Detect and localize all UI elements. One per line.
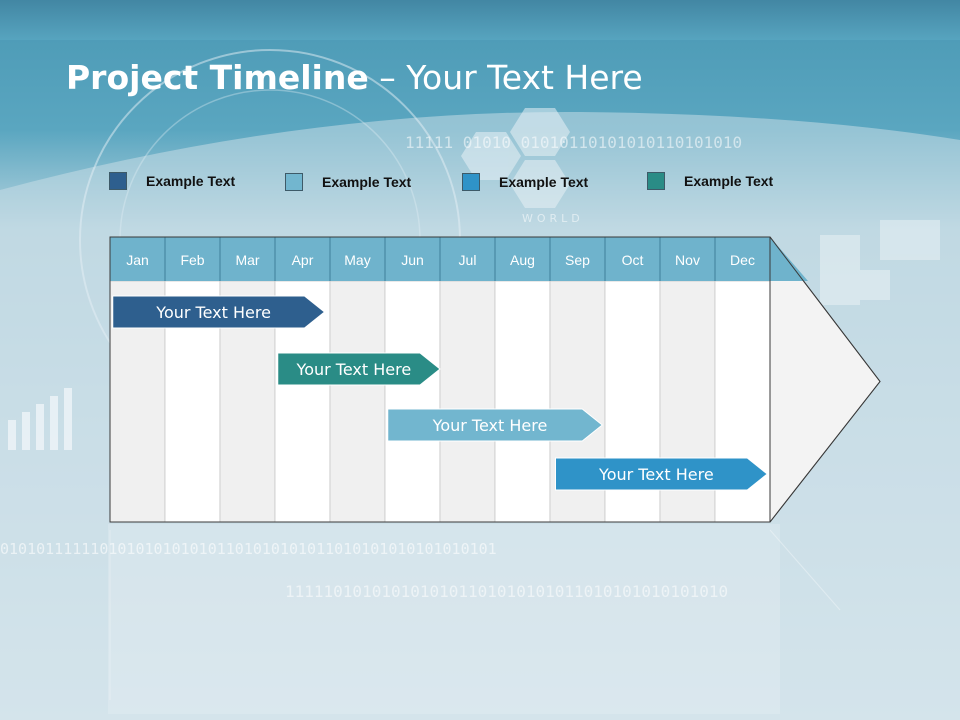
timeline-outline — [109, 236, 881, 523]
task-label: Your Text Here — [432, 416, 548, 435]
task-label: Your Text Here — [296, 360, 412, 379]
legend-item-4: Example Text — [647, 170, 773, 192]
task-arrow — [555, 457, 769, 491]
task-arrow — [112, 295, 326, 329]
month-column — [494, 280, 551, 523]
month-column — [384, 280, 441, 523]
binary-text-low: 1111101010101010101101010101011010101010… — [285, 582, 728, 601]
month-label: Dec — [730, 252, 755, 268]
month-label: May — [344, 252, 370, 268]
month-label: Jun — [401, 252, 424, 268]
legend-swatch — [647, 172, 665, 190]
month-label: Apr — [292, 252, 314, 268]
task-label: Your Text Here — [598, 465, 714, 484]
month-label: Sep — [565, 252, 590, 268]
month-label: Aug — [510, 252, 535, 268]
legend-swatch — [462, 173, 480, 191]
legend-item-3: Example Text — [462, 171, 588, 193]
legend-item-2: Example Text — [285, 171, 411, 193]
legend-item-1: Example Text — [109, 170, 235, 192]
binary-text-top: 11111 01010 01010110101010110101010 — [405, 133, 742, 152]
month-label: Oct — [622, 252, 644, 268]
month-column — [329, 280, 386, 523]
month-label: Feb — [180, 252, 204, 268]
binary-text-mid: 0101011111101010101010101101010101011010… — [0, 540, 497, 558]
legend-label: Example Text — [146, 173, 236, 189]
page-title: Project Timeline – Your Text Here — [66, 58, 643, 97]
title-bold: Project Timeline — [66, 58, 369, 97]
month-label: Jul — [459, 252, 477, 268]
world-text: WORLD — [522, 212, 584, 225]
title-rest: – Your Text Here — [368, 58, 643, 97]
month-header-tip — [770, 237, 808, 281]
legend-swatch — [109, 172, 127, 190]
task-arrow — [277, 352, 441, 386]
legend-label: Example Text — [684, 173, 774, 189]
task-arrow — [387, 408, 604, 442]
legend-label: Example Text — [322, 174, 412, 190]
month-label: Jan — [126, 252, 149, 268]
month-label: Nov — [675, 252, 700, 268]
task-label: Your Text Here — [155, 303, 271, 322]
legend-swatch — [285, 173, 303, 191]
month-column — [439, 280, 496, 523]
legend-label: Example Text — [499, 174, 589, 190]
month-label: Mar — [235, 252, 259, 268]
